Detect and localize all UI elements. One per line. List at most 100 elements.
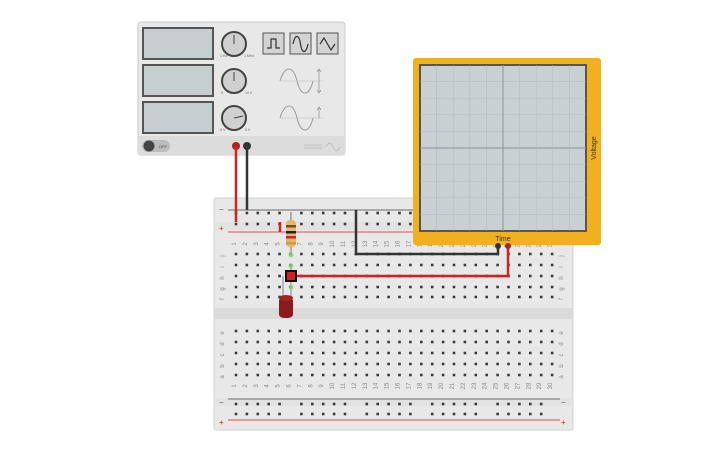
- terminal-hole[interactable]: [529, 340, 532, 344]
- rail-hole[interactable]: [256, 412, 260, 416]
- rail-hole[interactable]: [409, 211, 412, 215]
- terminal-hole[interactable]: [441, 329, 445, 333]
- terminal-hole[interactable]: [420, 351, 423, 355]
- rail-hole[interactable]: [332, 211, 336, 215]
- rail-hole[interactable]: [300, 402, 303, 406]
- terminal-hole[interactable]: [409, 285, 412, 289]
- rail-hole[interactable]: [398, 211, 401, 215]
- terminal-hole[interactable]: [507, 362, 510, 366]
- terminal-hole[interactable]: [529, 373, 532, 377]
- terminal-hole[interactable]: [398, 373, 401, 377]
- rail-hole[interactable]: [343, 402, 347, 406]
- terminal-hole[interactable]: [507, 329, 510, 333]
- terminal-hole[interactable]: [234, 340, 238, 344]
- rail-hole[interactable]: [267, 211, 270, 215]
- terminal-hole[interactable]: [518, 285, 521, 289]
- terminal-hole[interactable]: [441, 362, 445, 366]
- rail-hole[interactable]: [452, 412, 456, 416]
- terminal-hole[interactable]: [245, 285, 249, 289]
- terminal-hole[interactable]: [376, 373, 379, 377]
- terminal-hole[interactable]: [550, 362, 554, 366]
- rail-hole[interactable]: [529, 412, 532, 416]
- terminal-hole[interactable]: [398, 351, 401, 355]
- terminal-hole[interactable]: [518, 252, 521, 256]
- terminal-hole[interactable]: [267, 285, 270, 289]
- terminal-hole[interactable]: [245, 263, 249, 267]
- terminal-hole[interactable]: [496, 373, 499, 377]
- terminal-hole[interactable]: [507, 373, 510, 377]
- terminal-hole[interactable]: [256, 263, 260, 267]
- terminal-hole[interactable]: [376, 285, 379, 289]
- terminal-hole[interactable]: [343, 263, 347, 267]
- terminal-hole[interactable]: [278, 263, 281, 267]
- resistor[interactable]: [286, 212, 296, 256]
- terminal-hole[interactable]: [550, 373, 554, 377]
- terminal-hole[interactable]: [245, 351, 249, 355]
- terminal-hole[interactable]: [343, 373, 347, 377]
- terminal-hole[interactable]: [311, 362, 314, 366]
- terminal-hole[interactable]: [256, 351, 260, 355]
- rail-hole[interactable]: [234, 412, 238, 416]
- rail-hole[interactable]: [507, 412, 510, 416]
- terminal-hole[interactable]: [234, 329, 238, 333]
- terminal-hole[interactable]: [332, 285, 336, 289]
- terminal-hole[interactable]: [267, 263, 270, 267]
- terminal-hole[interactable]: [430, 362, 434, 366]
- rail-hole[interactable]: [267, 412, 270, 416]
- terminal-hole[interactable]: [234, 351, 238, 355]
- terminal-hole[interactable]: [343, 285, 347, 289]
- rail-hole[interactable]: [245, 402, 249, 406]
- terminal-hole[interactable]: [365, 373, 369, 377]
- terminal-hole[interactable]: [518, 373, 521, 377]
- terminal-hole[interactable]: [267, 362, 270, 366]
- rail-hole[interactable]: [463, 402, 467, 406]
- terminal-hole[interactable]: [539, 351, 543, 355]
- terminal-hole[interactable]: [376, 263, 379, 267]
- terminal-hole[interactable]: [539, 263, 543, 267]
- terminal-hole[interactable]: [387, 329, 390, 333]
- terminal-hole[interactable]: [430, 329, 434, 333]
- terminal-hole[interactable]: [550, 274, 554, 278]
- rail-hole[interactable]: [496, 412, 499, 416]
- rail-hole[interactable]: [474, 402, 478, 406]
- terminal-hole[interactable]: [550, 285, 554, 289]
- rail-hole[interactable]: [398, 402, 401, 406]
- terminal-hole[interactable]: [234, 252, 238, 256]
- terminal-hole[interactable]: [409, 373, 412, 377]
- terminal-hole[interactable]: [485, 263, 488, 267]
- rail-hole[interactable]: [376, 222, 379, 226]
- terminal-hole[interactable]: [376, 340, 379, 344]
- terminal-hole[interactable]: [518, 274, 521, 278]
- terminal-hole[interactable]: [332, 373, 336, 377]
- rail-hole[interactable]: [430, 412, 434, 416]
- terminal-hole[interactable]: [278, 373, 281, 377]
- terminal-hole[interactable]: [518, 263, 521, 267]
- terminal-hole[interactable]: [474, 351, 478, 355]
- terminal-hole[interactable]: [398, 285, 401, 289]
- terminal-hole[interactable]: [387, 373, 390, 377]
- terminal-hole[interactable]: [365, 285, 369, 289]
- terminal-hole[interactable]: [234, 263, 238, 267]
- terminal-hole[interactable]: [518, 329, 521, 333]
- terminal-hole[interactable]: [311, 340, 314, 344]
- terminal-hole[interactable]: [485, 340, 488, 344]
- terminal-hole[interactable]: [332, 329, 336, 333]
- terminal-hole[interactable]: [550, 340, 554, 344]
- terminal-hole[interactable]: [343, 340, 347, 344]
- terminal-hole[interactable]: [256, 362, 260, 366]
- terminal-hole[interactable]: [343, 329, 347, 333]
- terminal-hole[interactable]: [452, 295, 456, 299]
- terminal-hole[interactable]: [300, 340, 303, 344]
- terminal-hole[interactable]: [321, 373, 325, 377]
- rail-hole[interactable]: [256, 211, 260, 215]
- terminal-hole[interactable]: [267, 351, 270, 355]
- terminal-hole[interactable]: [245, 274, 249, 278]
- terminal-hole[interactable]: [289, 362, 292, 366]
- terminal-hole[interactable]: [376, 351, 379, 355]
- terminal-hole[interactable]: [485, 351, 488, 355]
- terminal-hole[interactable]: [256, 274, 260, 278]
- terminal-hole[interactable]: [256, 285, 260, 289]
- rail-hole[interactable]: [343, 211, 347, 215]
- terminal-hole[interactable]: [398, 263, 401, 267]
- rail-hole[interactable]: [311, 412, 314, 416]
